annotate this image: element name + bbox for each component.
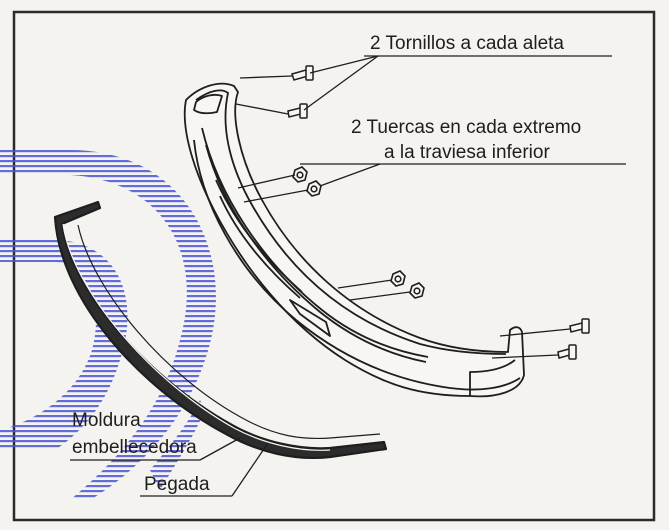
hex-nut-icon xyxy=(390,270,406,287)
molding-strip xyxy=(53,200,388,460)
hex-nut-icon xyxy=(292,166,308,183)
hex-nut-icon xyxy=(409,282,425,299)
bolt-icon xyxy=(569,318,590,334)
bumper xyxy=(183,82,525,398)
label-moldura-line2: embellecedora xyxy=(72,437,197,458)
label-tornillos: 2 Tornillos a cada aleta xyxy=(370,33,564,54)
label-moldura-line1: Moldura xyxy=(72,410,141,431)
label-pegada: Pegada xyxy=(144,474,210,495)
hex-nut-icon xyxy=(306,180,322,197)
label-tuercas-line1: 2 Tuercas en cada extremo xyxy=(351,117,581,138)
label-tuercas-line2: a la traviesa inferior xyxy=(384,142,550,163)
figure-frame xyxy=(12,10,656,522)
logo-watermark xyxy=(0,150,216,500)
bolt-icon xyxy=(557,344,577,360)
bolt-icon xyxy=(287,103,308,119)
bolt-icon xyxy=(291,65,314,81)
leader-lines xyxy=(70,55,626,497)
